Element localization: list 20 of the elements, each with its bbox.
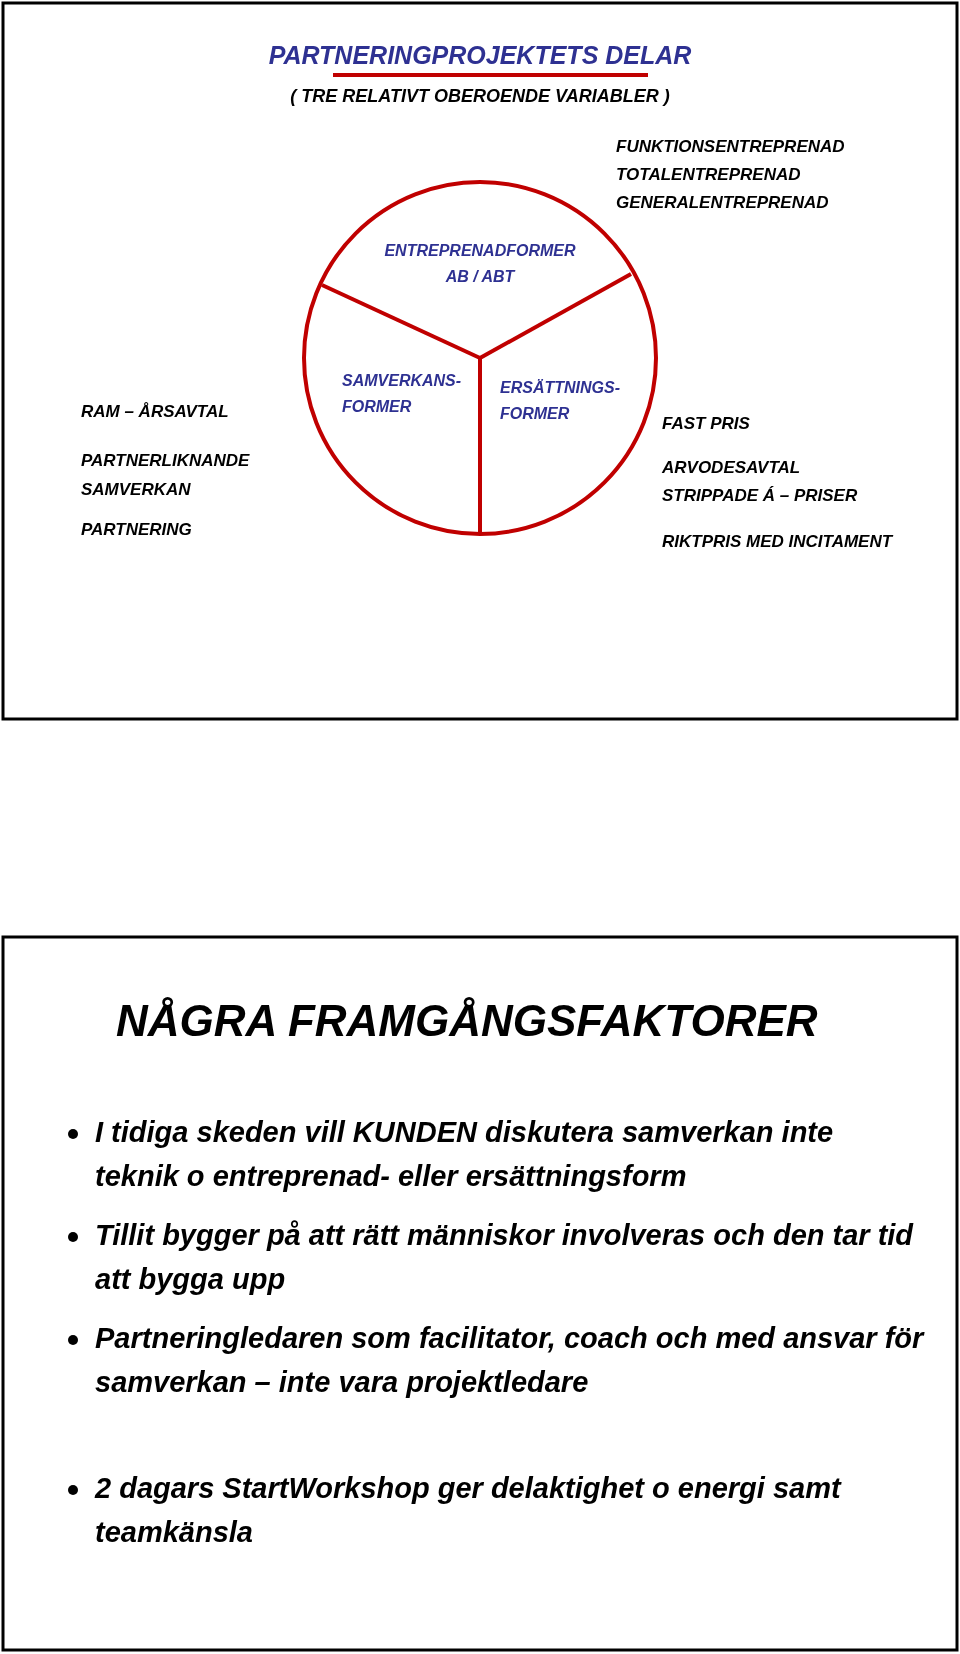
label: RIKTPRIS MED INCITAMENT <box>662 532 895 553</box>
bullet-text: I tidiga skeden vill KUNDEN diskutera samverkan inte teknik o entreprenad- eller ersättningsform <box>95 1115 835 1194</box>
sector-label: SAMVERKANS- FORMER <box>342 368 472 420</box>
label: TOTALENTREPRENAD <box>616 165 802 186</box>
title: PARTNERINGPROJEKTETS DELAR <box>267 40 693 70</box>
bullet-text: Tillit bygger på att rätt människor involveras och den tar tid att bygga upp <box>95 1218 915 1297</box>
label: FUNKTIONSENTREPRENAD <box>616 137 846 158</box>
sector-label: ENTREPRENADFORMER AB / ABT <box>375 238 585 290</box>
label: ( TRE RELATIVT OBEROENDE VARIABLER ) <box>289 86 671 108</box>
label: STRIPPADE Á – PRISER <box>662 486 859 507</box>
label: PARTNERLIKNANDE SAMVERKAN <box>81 450 251 501</box>
bullet-text: 2 dagars StartWorkshop ger delaktighet o energi samt teamkänsla <box>95 1471 843 1550</box>
label: PARTNERING <box>81 520 193 541</box>
label: FAST PRIS <box>662 414 751 435</box>
bullet-text: Partneringledaren som facilitator, coach och med ansvar för samverkan – inte vara projektledare <box>95 1321 925 1400</box>
label: RAM – ÅRSAVTAL <box>81 402 230 423</box>
label: GENERALENTREPRENAD <box>616 193 830 214</box>
sector-label: ERSÄTTNINGS- FORMER <box>500 375 630 427</box>
label: ARVODESAVTAL <box>662 458 802 479</box>
slide-heading: NÅGRA FRAMGÅNGSFAKTORER <box>116 995 819 1047</box>
